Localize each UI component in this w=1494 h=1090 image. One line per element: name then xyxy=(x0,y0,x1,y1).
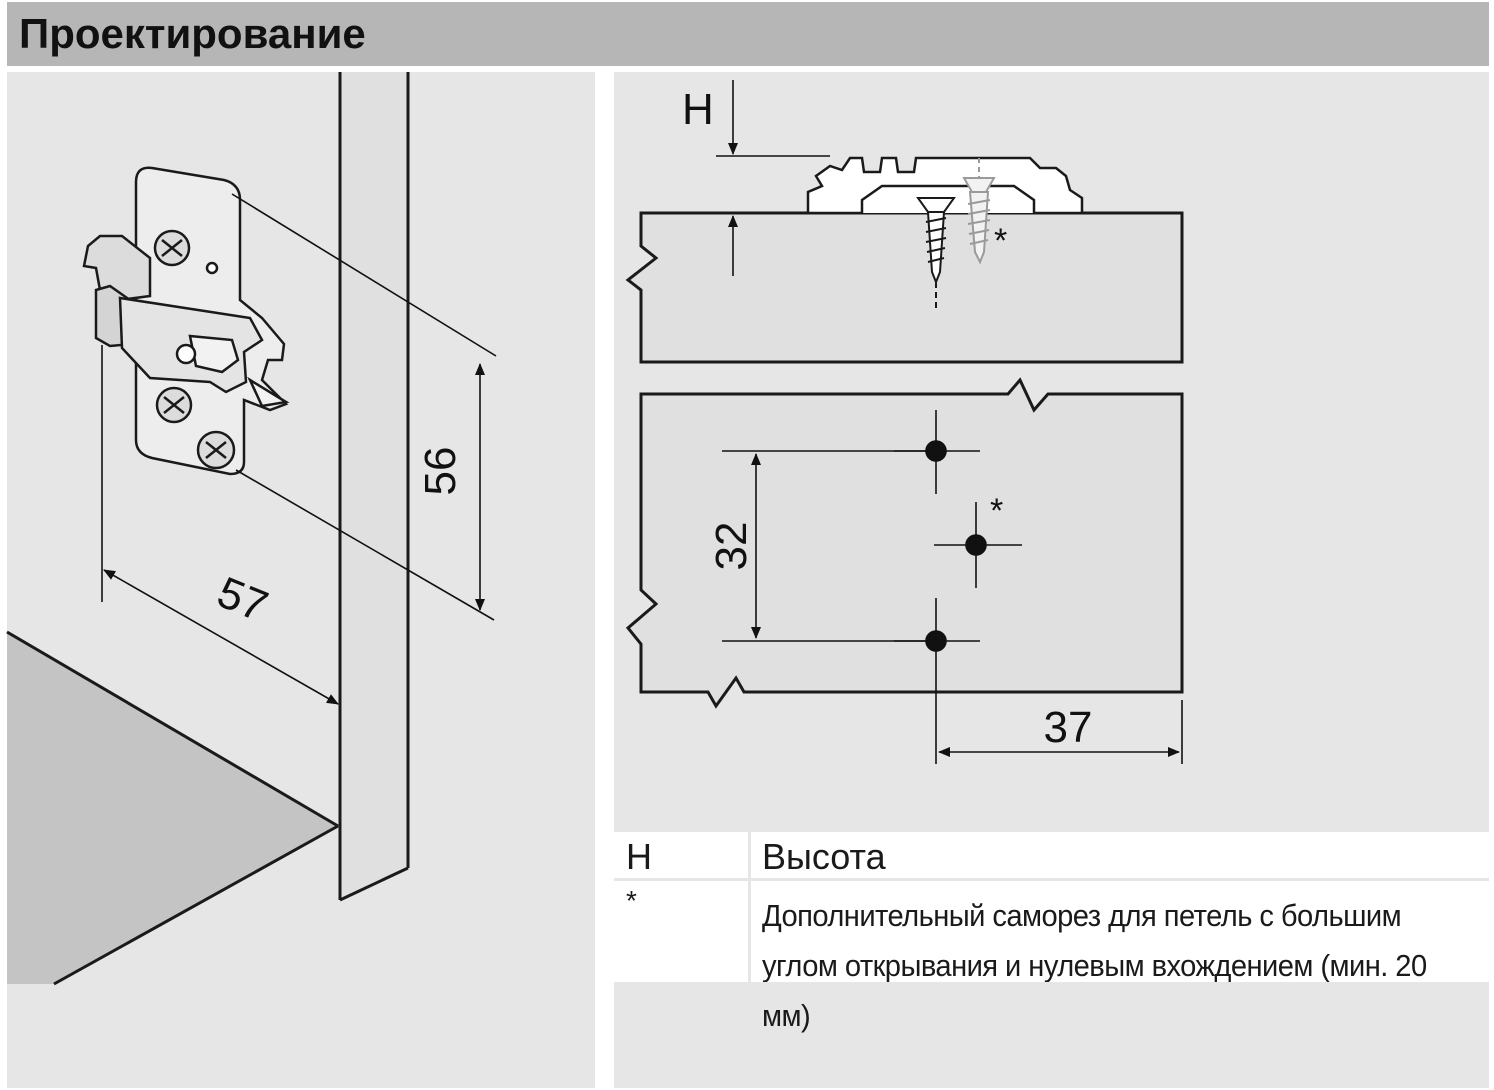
drill-hole-extra xyxy=(965,534,987,556)
mounting-plate xyxy=(82,166,290,476)
dim-H-label: H xyxy=(682,85,714,134)
dimension-32 xyxy=(722,450,930,642)
board-section xyxy=(625,211,1184,364)
page-header: Проектирование xyxy=(7,2,1489,66)
pattern-asterisk: * xyxy=(990,492,1003,530)
dimension-57 xyxy=(101,345,339,705)
legend-text: Высота xyxy=(762,836,886,877)
legend-row-height: H Высота xyxy=(614,829,1489,879)
legend-text: Дополнительный саморез для петель с боль… xyxy=(762,898,1427,1033)
section-asterisk: * xyxy=(994,222,1007,260)
extra-screw-section xyxy=(962,158,996,265)
dim-57-label: 57 xyxy=(211,568,275,632)
legend-row-extra-screw: * Дополнительный саморез для петель с бо… xyxy=(614,881,1489,1033)
dim-37-label: 37 xyxy=(1044,703,1093,752)
plate-screw-bottom xyxy=(196,430,236,470)
plate-screw-middle xyxy=(155,386,193,424)
page-title: Проектирование xyxy=(19,10,366,57)
cabinet-perspective xyxy=(6,72,410,986)
dimension-H xyxy=(716,80,830,276)
dim-32-label: 32 xyxy=(707,522,756,571)
dim-56-label: 56 xyxy=(416,447,465,496)
screw-section xyxy=(916,197,956,308)
legend-table: H Высота * Дополнительный саморез для пе… xyxy=(614,829,1489,1033)
board-top-view xyxy=(625,377,1184,709)
plate-screw-top xyxy=(153,229,191,267)
dimension-56 xyxy=(231,193,497,621)
legend-key: * xyxy=(626,885,637,916)
legend-key: H xyxy=(626,836,652,877)
